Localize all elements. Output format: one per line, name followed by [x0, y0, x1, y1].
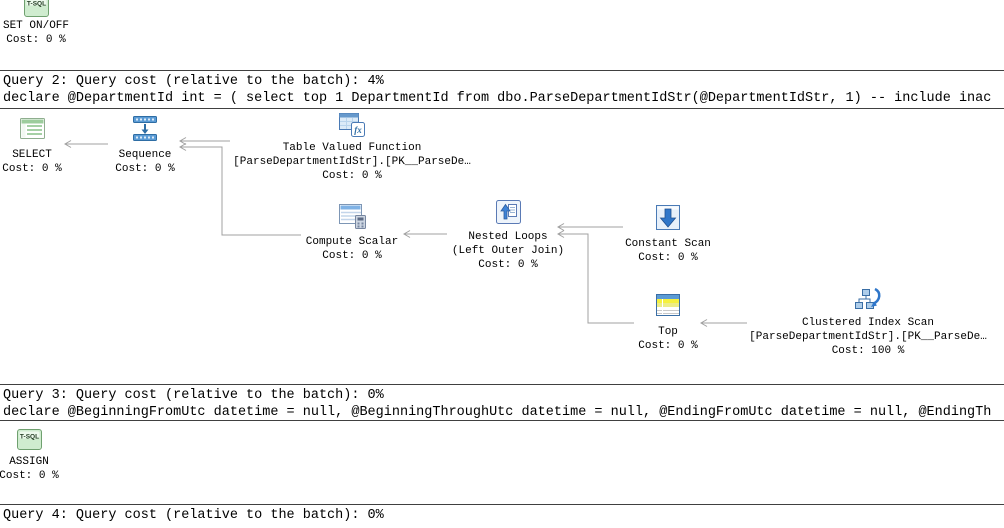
plan-node-label-line: Top [658, 326, 678, 338]
plan-node-label-line: Cost: 0 % [638, 252, 698, 264]
query-4-header: Query 4: Query cost (relative to the bat… [0, 504, 1004, 528]
plan-edge-arrowhead [179, 137, 187, 145]
plan-node-label-line: SET ON/OFF [2, 20, 69, 32]
compute-scalar-icon [292, 204, 412, 229]
plan-node-label-line: Cost: 0 % [322, 170, 382, 182]
plan-node-assign[interactable]: T-SQL ASSIGN Cost: 0 % [0, 428, 74, 483]
plan-node-label-line: Sequence [118, 149, 172, 161]
plan-edge-arrowhead [179, 143, 187, 151]
svg-text:fx: fx [354, 125, 362, 135]
plan-node-label: Clustered Index Scan [ParseDepartmentIdSt… [743, 316, 993, 358]
plan-edge-arrowhead [700, 319, 708, 327]
plan-node-label-line: Cost: 0 % [0, 470, 59, 482]
plan-node-label-line: Cost: 100 % [831, 345, 905, 357]
nested-loops-icon [443, 200, 573, 224]
plan-node-label: Table Valued Function [ParseDepartmentIdS… [227, 141, 477, 183]
table-valued-function-icon: fx [227, 112, 477, 138]
query-3-header: Query 3: Query cost (relative to the bat… [0, 384, 1004, 421]
plan-node-label-line: Nested Loops [468, 231, 548, 243]
plan-node-label-line: (Left Outer Join) [451, 245, 565, 257]
tsql-icon: T-SQL [0, 428, 74, 450]
svg-text:T-SQL: T-SQL [26, 1, 45, 8]
plan-node-label-line: Table Valued Function [282, 142, 422, 154]
clustered-index-scan-icon [743, 287, 993, 312]
plan-edge-top-to-nested-loops [558, 233, 634, 324]
plan-node-label-line: [ParseDepartmentIdStr].[PK__ParseDe… [233, 156, 471, 168]
plan-node-label-line: Cost: 0 % [638, 340, 698, 352]
query-3-statement: declare @BeginningFromUtc datetime = nul… [3, 405, 992, 420]
plan-node-label: SELECT Cost: 0 % [0, 148, 77, 176]
plan-node-label-line: SELECT [12, 149, 52, 161]
top-icon [623, 292, 713, 318]
plan-node-label-line: Clustered Index Scan [801, 317, 935, 329]
plan-edge-arrowhead [403, 230, 411, 238]
sequence-icon [90, 115, 200, 142]
query-4-cost-line: Query 4: Query cost (relative to the bat… [3, 508, 384, 523]
plan-node-label-line: Compute Scalar [305, 236, 399, 248]
tsql-icon: T-SQL [0, 0, 91, 17]
plan-node-label-line: ASSIGN [9, 456, 49, 468]
plan-edge-arrowhead [557, 223, 565, 231]
plan-node-label-line: Cost: 0 % [322, 250, 382, 262]
svg-text:T-SQL: T-SQL [19, 434, 38, 441]
plan-node-label-line: Cost: 0 % [115, 163, 175, 175]
constant-scan-icon [613, 204, 723, 231]
query-2-cost-line: Query 2: Query cost (relative to the bat… [3, 74, 384, 89]
query-2-header: Query 2: Query cost (relative to the bat… [0, 70, 1004, 109]
plan-edge-compute-scalar-to-sequence [180, 146, 301, 236]
plan-node-label: ASSIGN Cost: 0 % [0, 455, 74, 483]
plan-node-label-line: [ParseDepartmentIdStr].[PK__ParseDe… [749, 331, 987, 343]
result-table-icon [0, 118, 77, 139]
plan-node-set-onoff[interactable]: T-SQL SET ON/OFF Cost: 0 % [0, 0, 91, 47]
plan-node-label-line: Cost: 0 % [6, 34, 66, 46]
plan-node-label-line: Cost: 0 % [478, 259, 538, 271]
plan-node-nested-loops[interactable]: Nested Loops (Left Outer Join) Cost: 0 % [443, 200, 573, 272]
plan-edge-arrowhead [557, 230, 565, 238]
plan-node-label-line: Constant Scan [625, 238, 711, 250]
query-2-statement: declare @DepartmentId int = ( select top… [3, 91, 992, 106]
plan-node-label: SET ON/OFF Cost: 0 % [0, 19, 91, 47]
plan-node-clustered-index-scan[interactable]: Clustered Index Scan [ParseDepartmentIdSt… [743, 287, 993, 358]
query-3-cost-line: Query 3: Query cost (relative to the bat… [3, 388, 384, 403]
plan-node-label: Nested Loops (Left Outer Join) Cost: 0 % [443, 230, 573, 272]
plan-node-select[interactable]: SELECT Cost: 0 % [0, 118, 77, 176]
plan-node-label-line: Cost: 0 % [2, 163, 62, 175]
plan-edge-arrowhead [64, 140, 72, 148]
